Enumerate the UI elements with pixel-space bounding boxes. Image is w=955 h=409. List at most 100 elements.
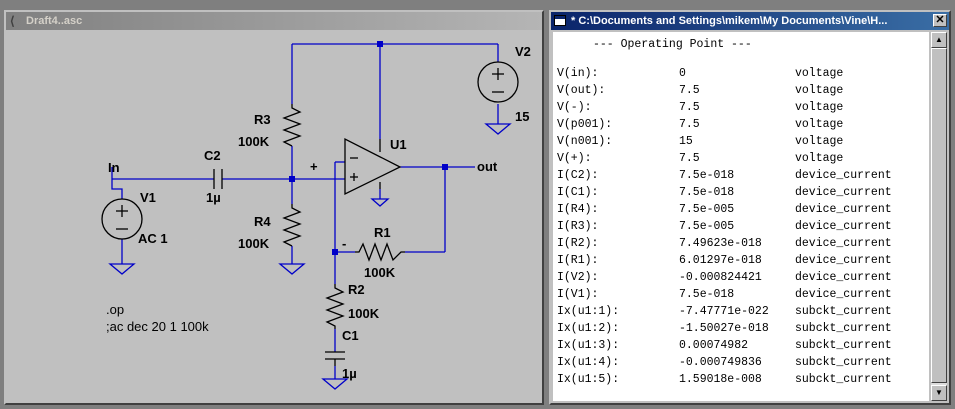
label-r4-value: 100K — [238, 236, 270, 251]
u1-opamp[interactable] — [344, 137, 402, 196]
result-type: device_current — [795, 271, 892, 284]
result-value: 7.5e-005 — [679, 203, 735, 216]
ground-icon — [108, 123, 512, 390]
label-v2-value: 15 — [515, 109, 529, 124]
result-value: 7.5e-018 — [679, 169, 735, 182]
schematic-titlebar[interactable]: ⟨ Draft4..asc — [6, 12, 542, 30]
table-row: Ix(u1:1): -7.47771e-022 subckt_current — [557, 304, 927, 320]
result-value: 7.49623e-018 — [679, 237, 762, 250]
table-row: I(C2): 7.5e-018 device_current — [557, 168, 927, 184]
label-minus-node: - — [342, 236, 346, 251]
result-value: 6.01297e-018 — [679, 254, 762, 267]
result-name: V(in): — [557, 67, 599, 80]
c2-capacitor[interactable] — [213, 169, 223, 189]
vertical-scrollbar[interactable]: ▲ ▼ — [931, 32, 947, 401]
result-value: 0.00074982 — [679, 339, 749, 352]
v1-source[interactable] — [101, 198, 143, 240]
table-row: V(in): 0 voltage — [557, 66, 927, 82]
label-c1-name: C1 — [342, 328, 359, 343]
ltspice-icon: ⟨ — [10, 14, 15, 28]
result-name: I(V1): — [557, 288, 599, 301]
scroll-thumb[interactable] — [931, 48, 947, 383]
result-name: I(R4): — [557, 203, 599, 216]
label-v1-value: AC 1 — [138, 231, 168, 246]
label-v1-name: V1 — [140, 190, 156, 205]
result-value: 7.5 — [679, 118, 700, 131]
result-type: subckt_current — [795, 305, 892, 318]
result-name: Ix(u1:1): — [557, 305, 620, 318]
r2-resistor[interactable] — [325, 284, 345, 329]
result-type: device_current — [795, 288, 892, 301]
result-type: voltage — [795, 67, 844, 80]
label-c2-name: C2 — [204, 148, 221, 163]
result-name: Ix(u1:5): — [557, 373, 620, 386]
result-name: V(n001): — [557, 135, 613, 148]
result-value: 0 — [679, 67, 686, 80]
result-name: I(C1): — [557, 186, 599, 199]
result-value: 7.5 — [679, 152, 700, 165]
circuit-diagram[interactable]: In out + - C2 1µ V1 AC 1 R3 100K R4 100K… — [10, 34, 538, 399]
junctions — [289, 41, 448, 255]
label-r2-value: 100K — [348, 306, 380, 321]
spice-directive-op[interactable]: .op — [106, 302, 124, 317]
close-button[interactable]: ✕ — [933, 14, 947, 27]
wires — [111, 43, 499, 379]
result-type: subckt_current — [795, 339, 892, 352]
result-type: device_current — [795, 220, 892, 233]
result-type: device_current — [795, 254, 892, 267]
spice-directive-ac[interactable]: ;ac dec 20 1 100k — [106, 319, 209, 334]
schematic-canvas[interactable]: In out + - C2 1µ V1 AC 1 R3 100K R4 100K… — [10, 34, 538, 399]
output-titlebar[interactable]: * C:\Documents and Settings\mikem\My Doc… — [551, 12, 949, 30]
result-name: I(V2): — [557, 271, 599, 284]
result-name: Ix(u1:3): — [557, 339, 620, 352]
result-name: Ix(u1:2): — [557, 322, 620, 335]
v2-source[interactable] — [477, 61, 519, 103]
operating-point-window[interactable]: * C:\Documents and Settings\mikem\My Doc… — [549, 10, 951, 405]
result-name: V(out): — [557, 84, 606, 97]
result-type: voltage — [795, 152, 844, 165]
result-type: subckt_current — [795, 322, 892, 335]
operating-point-header: --- Operating Point --- — [593, 38, 752, 51]
label-r1-value: 100K — [364, 265, 396, 280]
result-name: I(C2): — [557, 169, 599, 182]
result-name: V(+): — [557, 152, 592, 165]
label-r4-name: R4 — [254, 214, 271, 229]
result-value: 7.5e-018 — [679, 186, 735, 199]
label-r2-name: R2 — [348, 282, 365, 297]
scroll-up-button[interactable]: ▲ — [931, 32, 947, 48]
result-type: device_current — [795, 203, 892, 216]
result-name: V(p001): — [557, 118, 613, 131]
result-value: 7.5 — [679, 101, 700, 114]
result-value: 15 — [679, 135, 693, 148]
result-type: subckt_current — [795, 373, 892, 386]
result-value: -7.47771e-022 — [679, 305, 769, 318]
r1-resistor[interactable] — [355, 242, 405, 262]
label-out: out — [477, 159, 498, 174]
result-name: I(R3): — [557, 220, 599, 233]
label-u1-name: U1 — [390, 137, 407, 152]
label-v2-name: V2 — [515, 44, 531, 59]
r3-resistor[interactable] — [282, 104, 302, 147]
label-c2-value: 1µ — [206, 190, 221, 205]
result-type: voltage — [795, 135, 844, 148]
label-r1-name: R1 — [374, 225, 391, 240]
result-type: device_current — [795, 169, 892, 182]
label-r3-name: R3 — [254, 112, 271, 127]
scroll-down-button[interactable]: ▼ — [931, 385, 947, 401]
r4-resistor[interactable] — [282, 204, 302, 247]
schematic-title: Draft4..asc — [26, 15, 83, 27]
c1-capacitor[interactable] — [325, 351, 345, 366]
table-row: V(+): 7.5 voltage — [557, 151, 927, 167]
schematic-window[interactable]: ⟨ Draft4..asc — [4, 10, 544, 405]
